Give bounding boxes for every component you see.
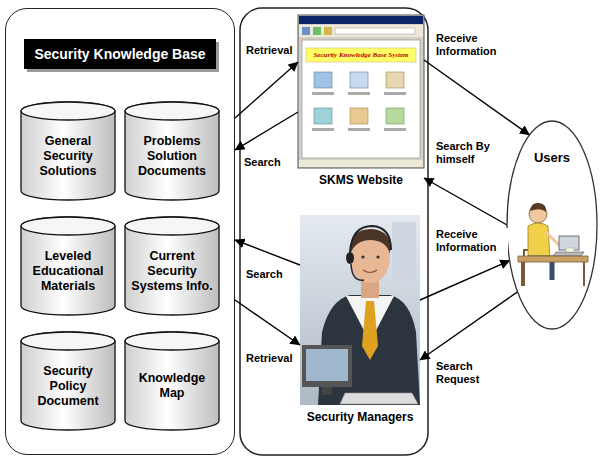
cylinder-top — [125, 332, 219, 350]
database-cylinder: Knowledge Map — [124, 331, 220, 431]
edge-label: Retrieval — [244, 44, 294, 57]
icon-caption-bar — [348, 128, 370, 131]
image-box: Security Managers — [300, 215, 420, 425]
flow-arrow — [420, 292, 518, 360]
cylinder-top — [21, 102, 115, 120]
window-titlebar — [299, 16, 423, 24]
eye — [376, 255, 379, 258]
cylinder-body — [125, 217, 219, 315]
edge-label: Search Request — [434, 360, 508, 386]
node-caption: Users — [534, 150, 570, 166]
photo-background — [300, 215, 420, 405]
flow-arrow — [420, 261, 510, 300]
window-statusbar — [299, 160, 423, 167]
flow-arrow — [235, 62, 298, 118]
page-banner — [306, 48, 416, 62]
manager-photo — [300, 215, 420, 405]
keyboard — [340, 393, 418, 404]
icon-caption-bar — [312, 92, 334, 95]
cylinder-top — [125, 217, 219, 235]
cylinder-body — [21, 102, 115, 200]
user-illustration — [518, 203, 588, 286]
desk-top — [518, 256, 588, 262]
banner-text: Security Knowledge Base System — [306, 48, 416, 62]
window-frame — [298, 15, 424, 168]
page-icon — [386, 72, 404, 88]
cylinder-body — [125, 332, 219, 430]
flow-arrow — [235, 240, 300, 265]
panel-title: Security Knowledge Base — [24, 39, 215, 69]
headset-earpiece — [346, 252, 354, 264]
database-label: Problems Solution Documents — [130, 134, 214, 179]
window-toolbar — [299, 25, 423, 37]
papers — [566, 248, 574, 252]
user-hair — [530, 203, 546, 212]
image-box: SKMS Website — [298, 15, 424, 188]
icon-caption-bar — [312, 128, 334, 131]
flow-arrow — [235, 300, 300, 345]
edge-label: Search — [244, 268, 285, 281]
edge-label: Search — [242, 156, 283, 169]
desk-legs — [522, 262, 584, 286]
flow-arrow — [424, 60, 530, 135]
icon-caption-bar — [384, 128, 406, 131]
address-bar — [335, 28, 415, 34]
photo-window — [392, 222, 416, 282]
actor-circle: Users — [506, 120, 598, 330]
database-cylinder: Leveled Educational Materials — [20, 216, 116, 316]
database-cylinder: Current Security Systems Info. — [124, 216, 220, 316]
database-label: Leveled Educational Materials — [26, 249, 110, 294]
monitor-stand — [322, 387, 332, 395]
website-screenshot — [298, 15, 424, 168]
cylinder-body — [125, 102, 219, 200]
headset-mic — [351, 264, 364, 280]
page-area — [302, 40, 420, 158]
flow-arrow — [424, 178, 507, 225]
monitor — [302, 345, 352, 387]
toolbar-icon — [324, 27, 332, 35]
database-label: Knowledge Map — [130, 371, 214, 401]
cylinder-body — [21, 217, 115, 315]
group-panel — [240, 8, 428, 455]
node-caption: Security Managers — [307, 409, 414, 425]
edge-label: Receive Information — [434, 228, 508, 254]
database-cylinder: Security Policy Document — [20, 331, 116, 431]
database-cylinder: General Security Solutions — [20, 101, 116, 201]
edge-label: Search By himself — [434, 140, 508, 166]
node-caption: SKMS Website — [319, 172, 403, 188]
monitor-screen — [306, 349, 348, 381]
database-cylinder: Problems Solution Documents — [124, 101, 220, 201]
database-label: Current Security Systems Info. — [130, 249, 214, 294]
toolbar-icon — [313, 27, 321, 35]
cylinder-body — [21, 332, 115, 430]
cylinder-top — [125, 102, 219, 120]
eye — [361, 255, 364, 258]
cylinder-top — [21, 332, 115, 350]
icon-caption-bar — [348, 92, 370, 95]
icon-caption-bar — [384, 92, 406, 95]
toolbar-icon — [302, 27, 310, 35]
page-icon — [350, 72, 368, 88]
user-shirt — [528, 223, 550, 258]
tie — [362, 301, 378, 360]
actor-ellipse — [507, 121, 597, 329]
database-label: Security Policy Document — [26, 364, 110, 409]
flow-arrow — [235, 112, 298, 150]
headset-band — [350, 226, 391, 252]
cylinder-top — [21, 217, 115, 235]
page-icon — [314, 108, 332, 124]
database-label: General Security Solutions — [26, 134, 110, 179]
page-icon — [386, 108, 404, 124]
edge-label: Receive Information — [434, 32, 508, 58]
page-icon — [350, 108, 368, 124]
mouth — [363, 270, 377, 273]
group-panel: Security Knowledge BaseGeneral Security … — [5, 8, 235, 455]
laptop-base — [553, 252, 584, 256]
page-icon — [314, 72, 332, 88]
edge-label: Retrieval — [244, 352, 294, 365]
